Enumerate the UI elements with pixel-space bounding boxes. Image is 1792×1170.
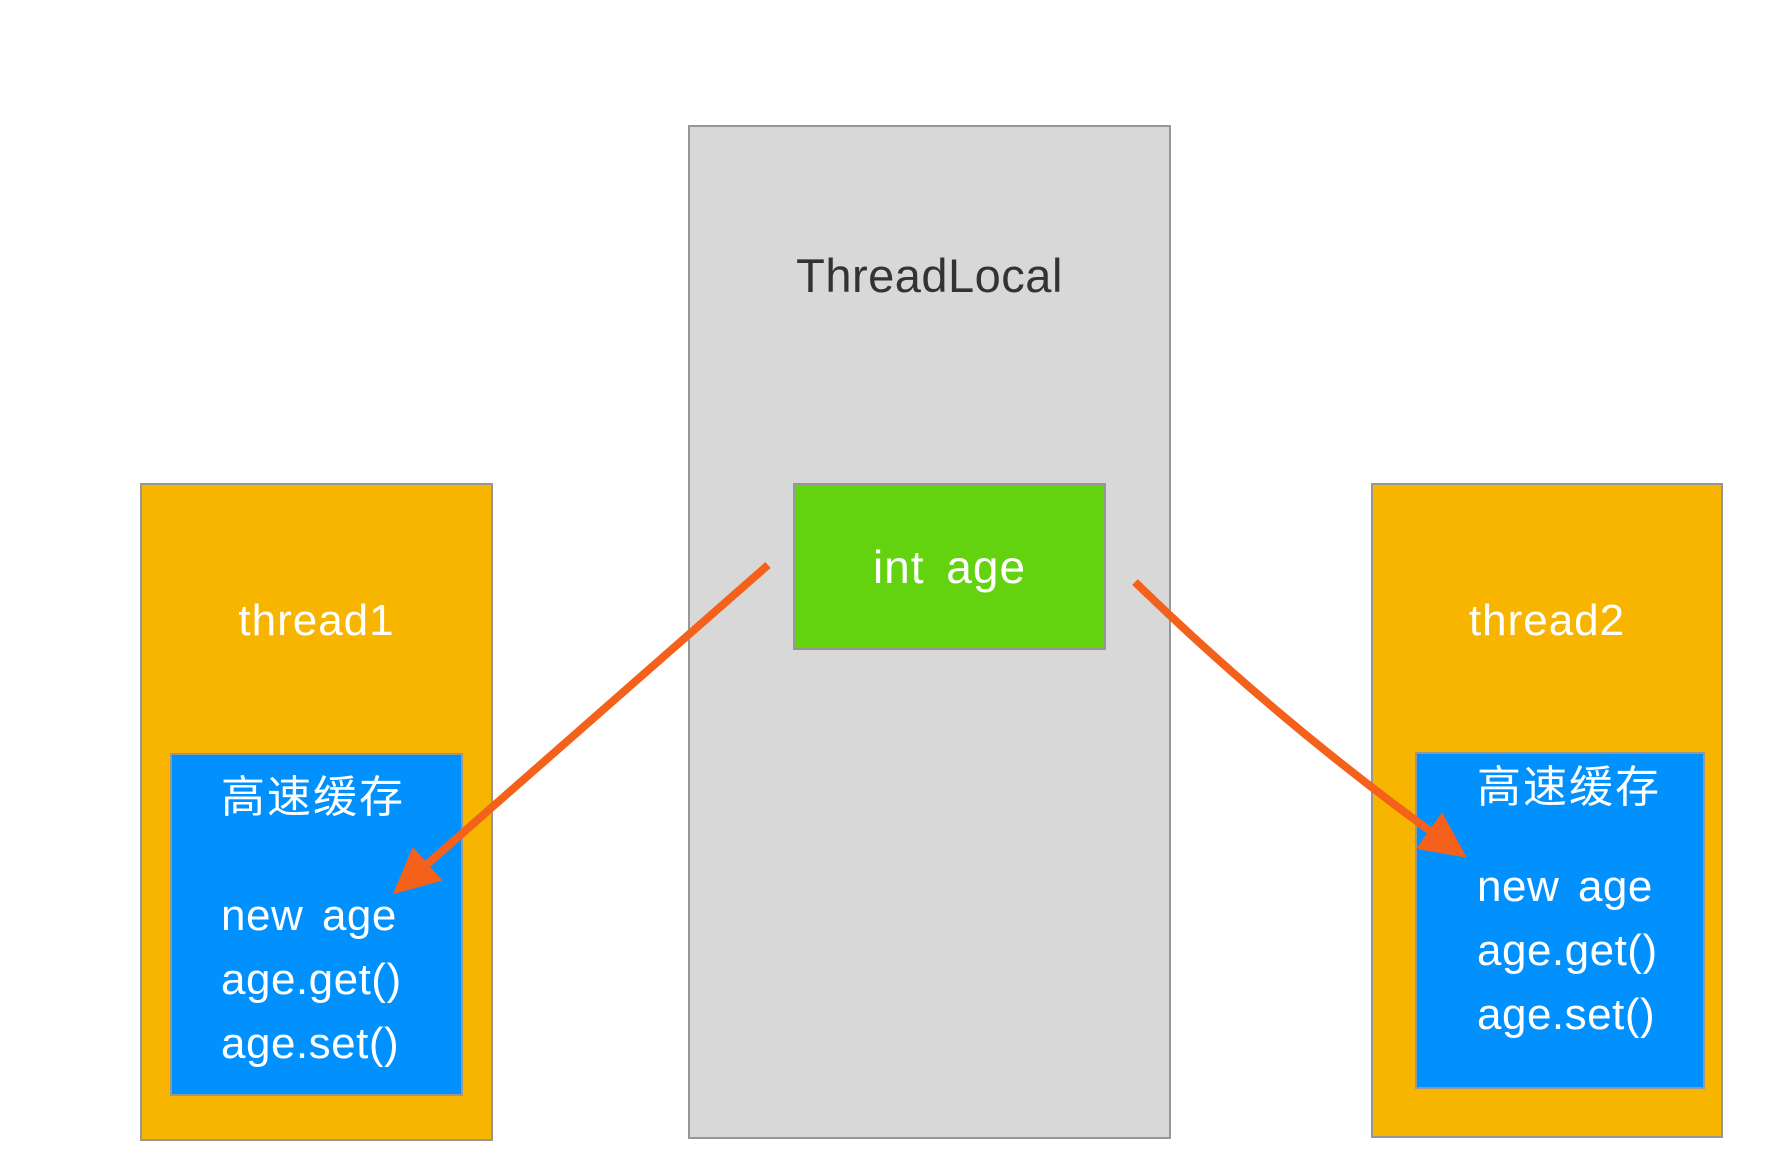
thread2-title: thread2 (1468, 596, 1626, 645)
threadlocal-box: ThreadLocal int age (688, 125, 1171, 1139)
thread2-cache-title: 高速缓存 (1477, 763, 1661, 812)
int-age-label: int age (872, 540, 1027, 593)
thread2-cache-line-new-age: new age (1477, 862, 1653, 911)
threadlocal-title: ThreadLocal (796, 249, 1063, 302)
thread1-cache-lines: new age age.get() age.set() (221, 884, 402, 1076)
thread1-cache-box: 高速缓存 new age age.get() age.set() (170, 753, 463, 1096)
thread2-cache-lines: new age age.get() age.set() (1477, 855, 1658, 1047)
thread1-cache-title: 高速缓存 (221, 773, 405, 822)
thread2-cache-box: 高速缓存 new age age.get() age.set() (1415, 752, 1705, 1089)
thread2-box: thread2 高速缓存 new age age.get() age.set() (1371, 483, 1723, 1138)
thread1-cache-line-new-age: new age (221, 891, 397, 940)
thread2-cache-line-age-get: age.get() (1477, 926, 1658, 975)
thread2-cache-line-age-set: age.set() (1477, 990, 1656, 1039)
thread1-cache-line-age-set: age.set() (221, 1019, 400, 1068)
thread1-box: thread1 高速缓存 new age age.get() age.set() (140, 483, 493, 1141)
thread1-cache-line-age-get: age.get() (221, 955, 402, 1004)
thread1-title: thread1 (238, 596, 395, 645)
int-age-box: int age (793, 483, 1106, 650)
